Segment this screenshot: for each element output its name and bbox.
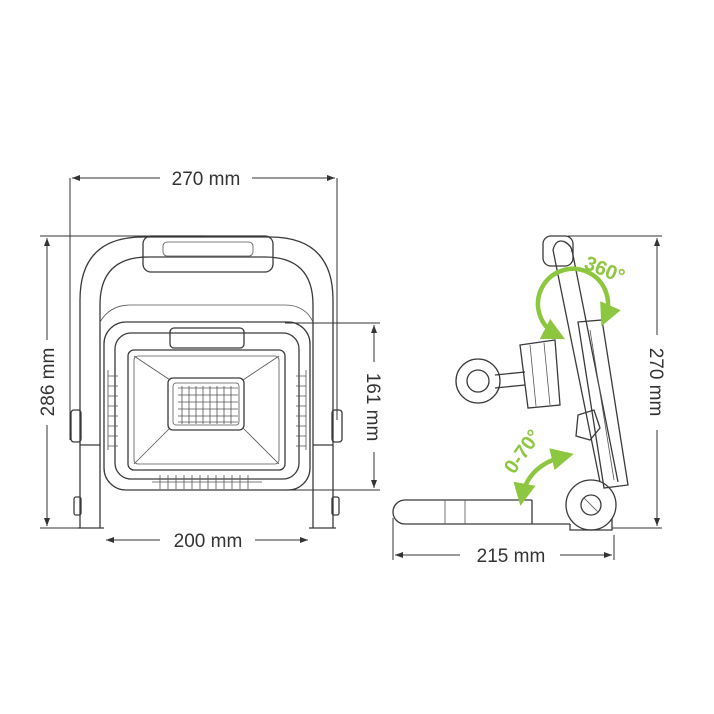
dimension-width-270: 270 mm [70, 169, 337, 440]
width-label: 270 mm [172, 169, 241, 190]
dimension-lamp-height-161: 161 mm [285, 323, 383, 490]
dimension-side-height-270: 270 mm [568, 236, 666, 528]
dimension-base-200: 200 mm [106, 531, 308, 552]
dimension-depth-215: 215 mm [393, 518, 614, 567]
tilt-0-70-indicator: 0-70° [500, 426, 574, 506]
lamp-height-label: 161 mm [362, 373, 383, 442]
depth-label: 215 mm [477, 546, 546, 567]
rotation-360-indicator: 360° [535, 252, 628, 340]
side-view-lamp [392, 235, 629, 531]
front-view-lamp [70, 235, 343, 529]
dimension-height-286: 286 mm [38, 236, 205, 528]
rotation-label: 360° [581, 252, 628, 288]
side-height-label: 270 mm [645, 348, 666, 417]
height-label: 286 mm [38, 348, 59, 417]
base-width-label: 200 mm [174, 531, 243, 552]
